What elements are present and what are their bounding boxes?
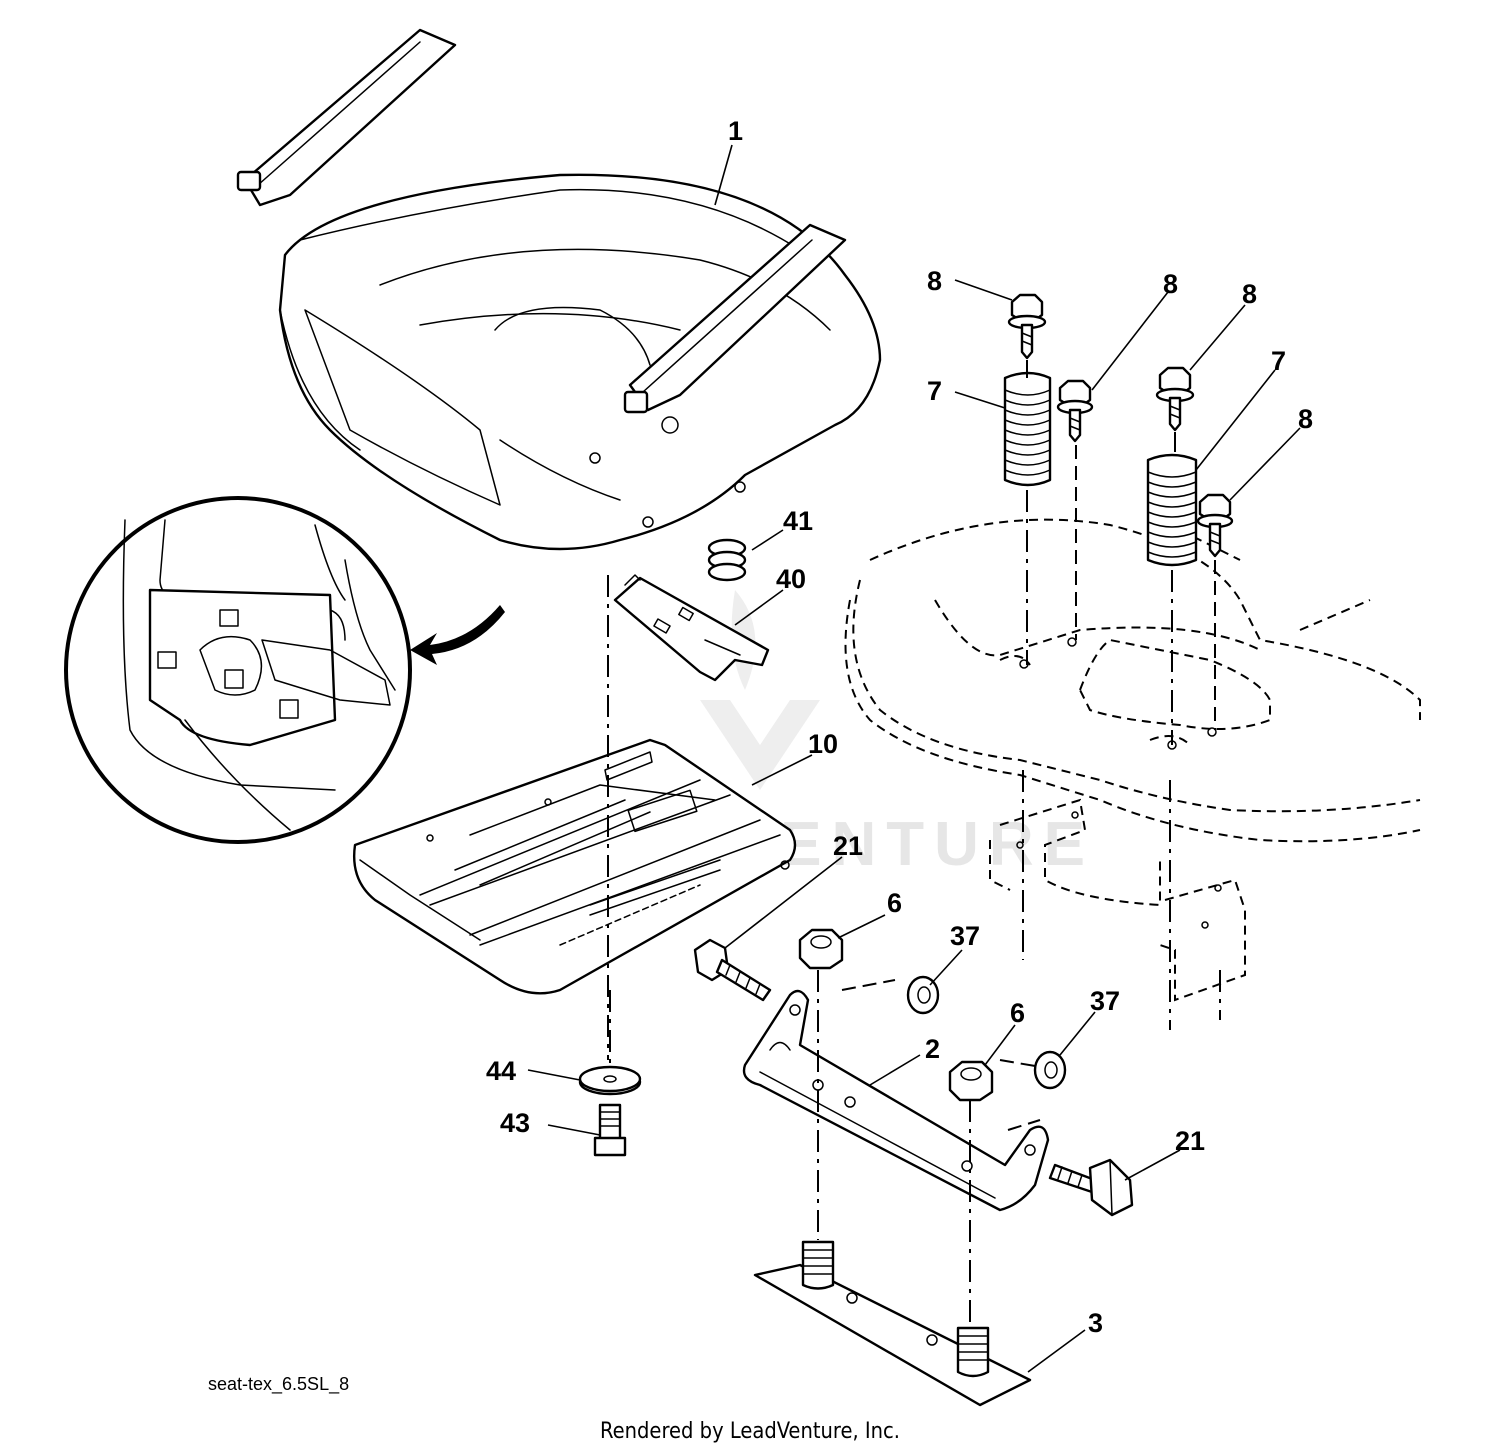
callout-21-a: 21: [833, 831, 863, 861]
axis-washer-37-upper: [841, 979, 896, 991]
callout-2: 2: [925, 1034, 940, 1064]
washer-37-upper[interactable]: [906, 975, 940, 1015]
callouts: 1 41 40 10 8 8 8 8 7 7 21 6 37 6 37 2 21…: [486, 116, 1313, 1338]
nut-6-lower[interactable]: [948, 1060, 994, 1102]
spring-41[interactable]: [707, 538, 747, 582]
bolt-8-a[interactable]: [1007, 293, 1047, 360]
callout-40: 40: [776, 564, 806, 594]
callout-21-b: 21: [1175, 1126, 1205, 1156]
mower-frame: [844, 518, 1421, 1002]
seat[interactable]: [236, 28, 882, 551]
axis-washer-37-lower: [999, 1059, 1036, 1067]
footer-rendered-by: Rendered by LeadVenture, Inc.: [600, 1419, 900, 1444]
washer-37-lower[interactable]: [1033, 1050, 1067, 1090]
bracket-2[interactable]: [742, 989, 1050, 1212]
callout-3: 3: [1088, 1308, 1103, 1338]
callout-8-a: 8: [927, 266, 942, 296]
callout-7-a: 7: [927, 376, 942, 406]
washer-44[interactable]: [578, 1065, 642, 1096]
callout-44: 44: [486, 1056, 516, 1086]
callout-8-c: 8: [1242, 279, 1257, 309]
plate-3[interactable]: [753, 1240, 1032, 1407]
spring-7-b[interactable]: [1146, 453, 1198, 567]
callout-8-d: 8: [1298, 404, 1313, 434]
nut-6-upper[interactable]: [798, 928, 844, 970]
bolt-43[interactable]: [593, 1103, 627, 1157]
callout-37-a: 37: [950, 921, 980, 951]
axis-bolt-21-right: [1007, 1119, 1041, 1131]
seat-pan-10[interactable]: [353, 738, 797, 995]
callout-6-a: 6: [887, 888, 902, 918]
callout-6-b: 6: [1010, 998, 1025, 1028]
bolt-21-right[interactable]: [1048, 1158, 1134, 1217]
callout-43: 43: [500, 1108, 530, 1138]
latch-40[interactable]: [613, 574, 770, 682]
callout-41: 41: [783, 506, 813, 536]
callout-1: 1: [728, 116, 743, 146]
callout-8-b: 8: [1163, 269, 1178, 299]
bolt-21-left[interactable]: [693, 938, 772, 1002]
spring-7-a[interactable]: [1003, 371, 1052, 487]
bolt-8-d[interactable]: [1196, 493, 1234, 558]
bolt-8-c[interactable]: [1155, 366, 1195, 432]
callout-7-b: 7: [1271, 346, 1286, 376]
callout-10: 10: [808, 729, 838, 759]
detail-view: [64, 496, 505, 844]
leader-lines: [527, 144, 1301, 1373]
bolt-8-b[interactable]: [1056, 379, 1094, 443]
drawing-code: seat-tex_6.5SL_8: [208, 1374, 349, 1395]
callout-37-b: 37: [1090, 986, 1120, 1016]
detail-arrow-icon: [410, 605, 505, 665]
